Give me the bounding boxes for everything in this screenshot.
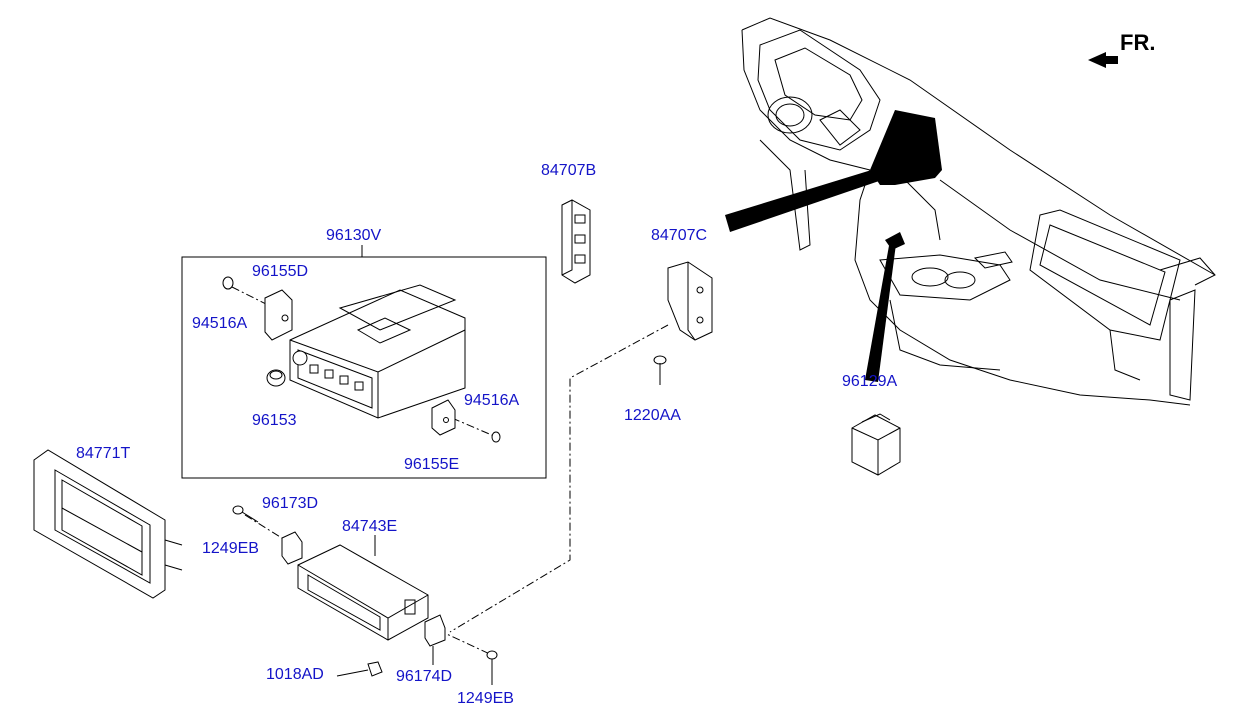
part-label-1249EB-left[interactable]: 1249EB xyxy=(202,540,259,557)
part-label-1018AD[interactable]: 1018AD xyxy=(266,666,324,683)
bracket-84707B xyxy=(561,199,591,284)
part-label-96173D[interactable]: 96173D xyxy=(262,495,319,512)
screw-1249EB-bottom xyxy=(486,650,498,685)
screw-94516A-right xyxy=(491,431,501,443)
leader-line-1249EB-left xyxy=(244,514,286,541)
screw-94516A-left xyxy=(222,276,234,290)
bezel-84771T xyxy=(33,449,183,599)
screw-1220AA xyxy=(653,355,667,385)
dashboard-illustration xyxy=(725,17,1216,406)
leader-line-1249EB-bottom xyxy=(437,629,493,656)
knob-96153 xyxy=(266,369,286,387)
group-box-96130V xyxy=(181,256,547,479)
bracket-84707C xyxy=(667,261,713,341)
part-label-84707C[interactable]: 84707C xyxy=(651,227,708,244)
leader-line-screw-94516A-left xyxy=(231,286,269,306)
part-label-84743E[interactable]: 84743E xyxy=(342,518,398,535)
part-label-96174D[interactable]: 96174D xyxy=(396,668,453,685)
part-label-1249EB-bottom[interactable]: 1249EB xyxy=(457,690,514,707)
bracket-96155E xyxy=(431,399,456,436)
part-label-96155D[interactable]: 96155D xyxy=(252,263,309,280)
bracket-96174D xyxy=(424,614,446,665)
bracket-96173D xyxy=(281,531,303,565)
bolt-1018AD xyxy=(336,661,383,677)
leader-line-screw-94516A-right xyxy=(451,417,495,437)
part-label-94516A-right[interactable]: 94516A xyxy=(464,392,520,409)
front-direction-arrow-icon xyxy=(1088,52,1118,68)
part-label-96130V[interactable]: 96130V xyxy=(326,227,382,244)
radio-head-unit xyxy=(289,284,466,419)
screw-1249EB-left xyxy=(232,505,259,523)
part-label-94516A-left[interactable]: 94516A xyxy=(192,315,248,332)
part-label-1220AA[interactable]: 1220AA xyxy=(624,407,681,424)
module-96129A xyxy=(851,413,901,476)
bracket-96155D xyxy=(264,289,293,341)
leader-line-bracket xyxy=(449,324,669,633)
front-direction-label: FR. xyxy=(1120,30,1156,55)
part-label-96153[interactable]: 96153 xyxy=(252,412,297,429)
part-label-96129A[interactable]: 96129A xyxy=(842,373,898,390)
pocket-84743E xyxy=(297,535,429,641)
part-label-84771T[interactable]: 84771T xyxy=(76,445,131,462)
part-label-96155E[interactable]: 96155E xyxy=(404,456,460,473)
part-label-84707B[interactable]: 84707B xyxy=(541,162,597,179)
